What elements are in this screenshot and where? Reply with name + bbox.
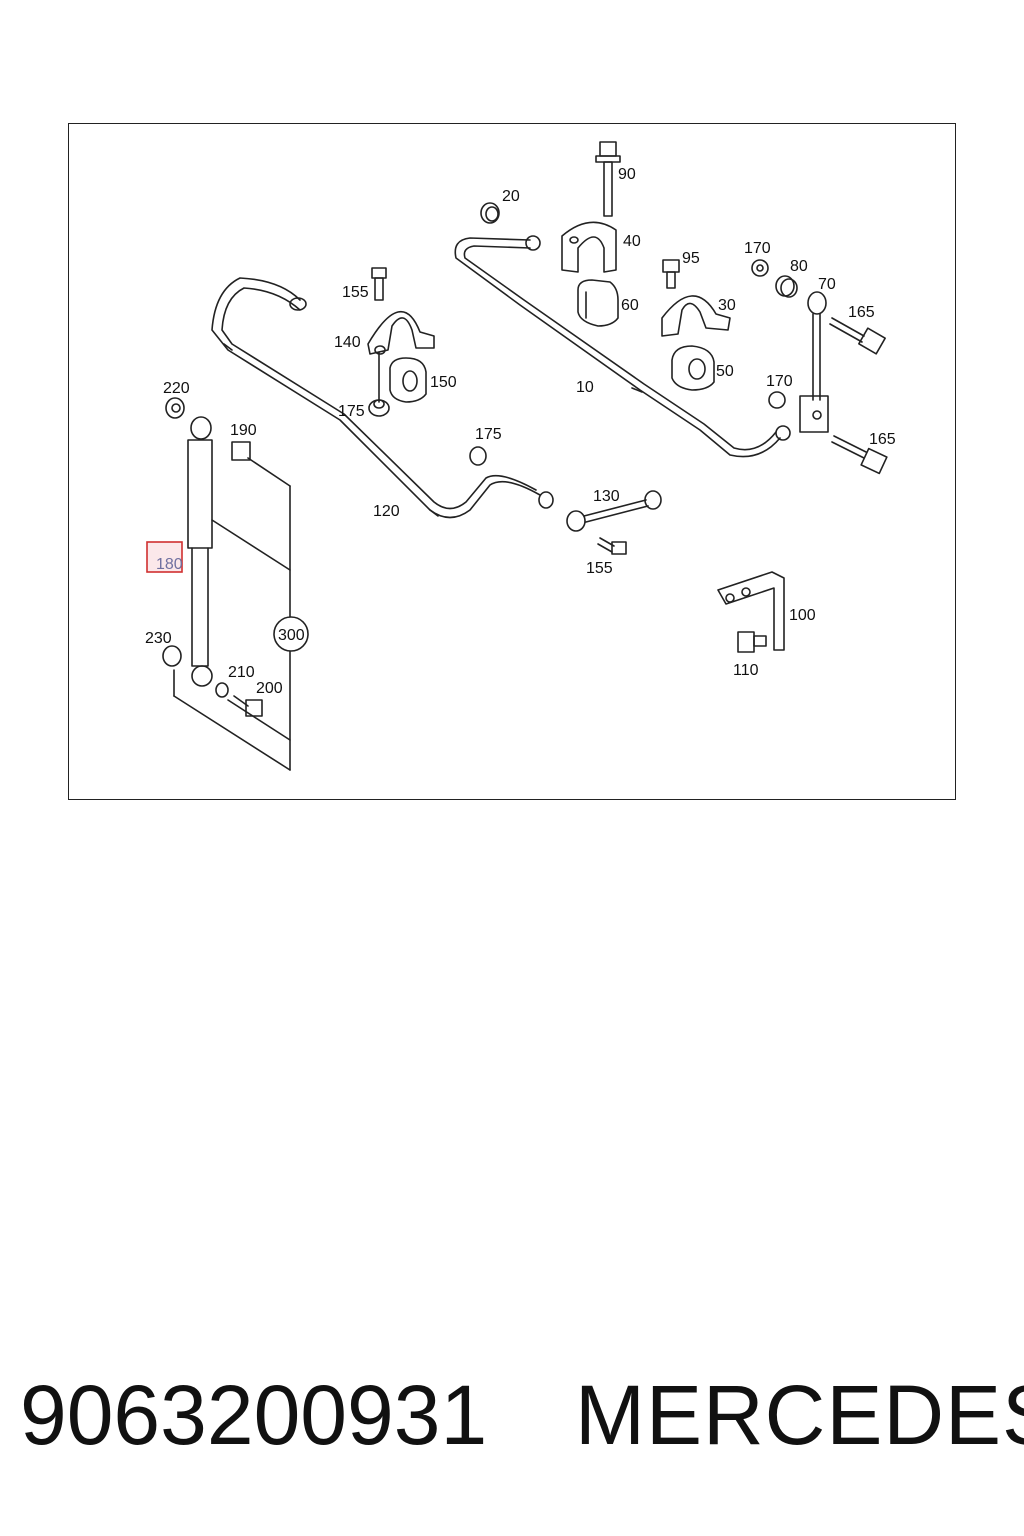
bushing-80 — [775, 275, 798, 298]
callout-80[interactable]: 80 — [790, 258, 808, 275]
callout-230[interactable]: 230 — [145, 630, 172, 647]
callout-130[interactable]: 130 — [593, 488, 620, 505]
callout-95[interactable]: 95 — [682, 250, 700, 267]
washer-220 — [165, 397, 185, 419]
bushing-60 — [577, 279, 619, 327]
bolt-165-top — [829, 317, 886, 355]
stabilizer-bar-rear — [211, 277, 554, 519]
bolt-155-top — [371, 267, 387, 301]
highlight-box — [146, 541, 183, 573]
shock-absorber-180 — [173, 416, 309, 771]
callout-30[interactable]: 30 — [718, 297, 736, 314]
callout-60[interactable]: 60 — [621, 297, 639, 314]
bolt-165-lower — [831, 435, 888, 475]
callout-300[interactable]: 300 — [278, 627, 305, 644]
callout-200[interactable]: 200 — [256, 680, 283, 697]
callout-90[interactable]: 90 — [618, 166, 636, 183]
stabilizer-bar-front — [454, 235, 791, 458]
callout-170-top[interactable]: 170 — [744, 240, 771, 257]
bolt-95 — [662, 259, 680, 289]
callout-70[interactable]: 70 — [818, 276, 836, 293]
diagram-frame — [68, 123, 956, 800]
exploded-parts-diagram: 180 90 20 40 95 170 80 70 165 155 140 60… — [145, 141, 896, 771]
brand-name: MERCEDES — [575, 1368, 1024, 1462]
washer-210 — [215, 682, 229, 698]
washer-20 — [480, 202, 500, 224]
washer-230 — [162, 645, 182, 667]
callout-140[interactable]: 140 — [334, 334, 361, 351]
callout-20[interactable]: 20 — [502, 188, 520, 205]
callout-50[interactable]: 50 — [716, 363, 734, 380]
bushing-150 — [389, 357, 427, 403]
bolt-110 — [737, 631, 767, 653]
callout-165-lower[interactable]: 165 — [869, 431, 896, 448]
bracket-30 — [661, 295, 731, 337]
callout-210[interactable]: 210 — [228, 664, 255, 681]
callout-180[interactable]: 180 — [156, 556, 183, 573]
link-rod-70 — [799, 291, 829, 433]
bracket-100 — [717, 571, 785, 651]
callout-155-lower[interactable]: 155 — [586, 560, 613, 577]
bushing-50 — [671, 345, 715, 391]
callout-110[interactable]: 110 — [733, 662, 759, 679]
bolt-200 — [233, 695, 263, 717]
bracket-40 — [561, 221, 617, 273]
bracket-140 — [367, 311, 435, 355]
washer-170-top — [751, 259, 769, 277]
callout-190[interactable]: 190 — [230, 422, 257, 439]
callout-170-lower[interactable]: 170 — [766, 373, 793, 390]
footer: 9063200931 MERCEDES — [0, 1360, 1024, 1470]
callout-220[interactable]: 220 — [163, 380, 190, 397]
callout-165-top[interactable]: 165 — [848, 304, 875, 321]
callout-100[interactable]: 100 — [789, 607, 816, 624]
callout-40[interactable]: 40 — [623, 233, 641, 250]
bolt-90 — [595, 141, 621, 217]
bolt-190 — [231, 441, 251, 461]
link-rod-130 — [566, 490, 662, 532]
callout-175-lower[interactable]: 175 — [475, 426, 502, 443]
callout-150[interactable]: 150 — [430, 374, 457, 391]
washer-170-lower — [768, 391, 786, 409]
callout-10[interactable]: 10 — [576, 379, 594, 396]
callout-175-top[interactable]: 175 — [338, 403, 365, 420]
callout-155-top[interactable]: 155 — [342, 284, 369, 301]
callout-120[interactable]: 120 — [373, 503, 400, 520]
bolt-155-lower — [597, 537, 627, 555]
nut-175-top — [368, 351, 390, 417]
callout-labels: 90 20 40 95 170 80 70 165 155 140 60 30 … — [145, 166, 896, 697]
part-number: 9063200931 — [20, 1368, 488, 1462]
washer-175-lower — [469, 446, 487, 466]
